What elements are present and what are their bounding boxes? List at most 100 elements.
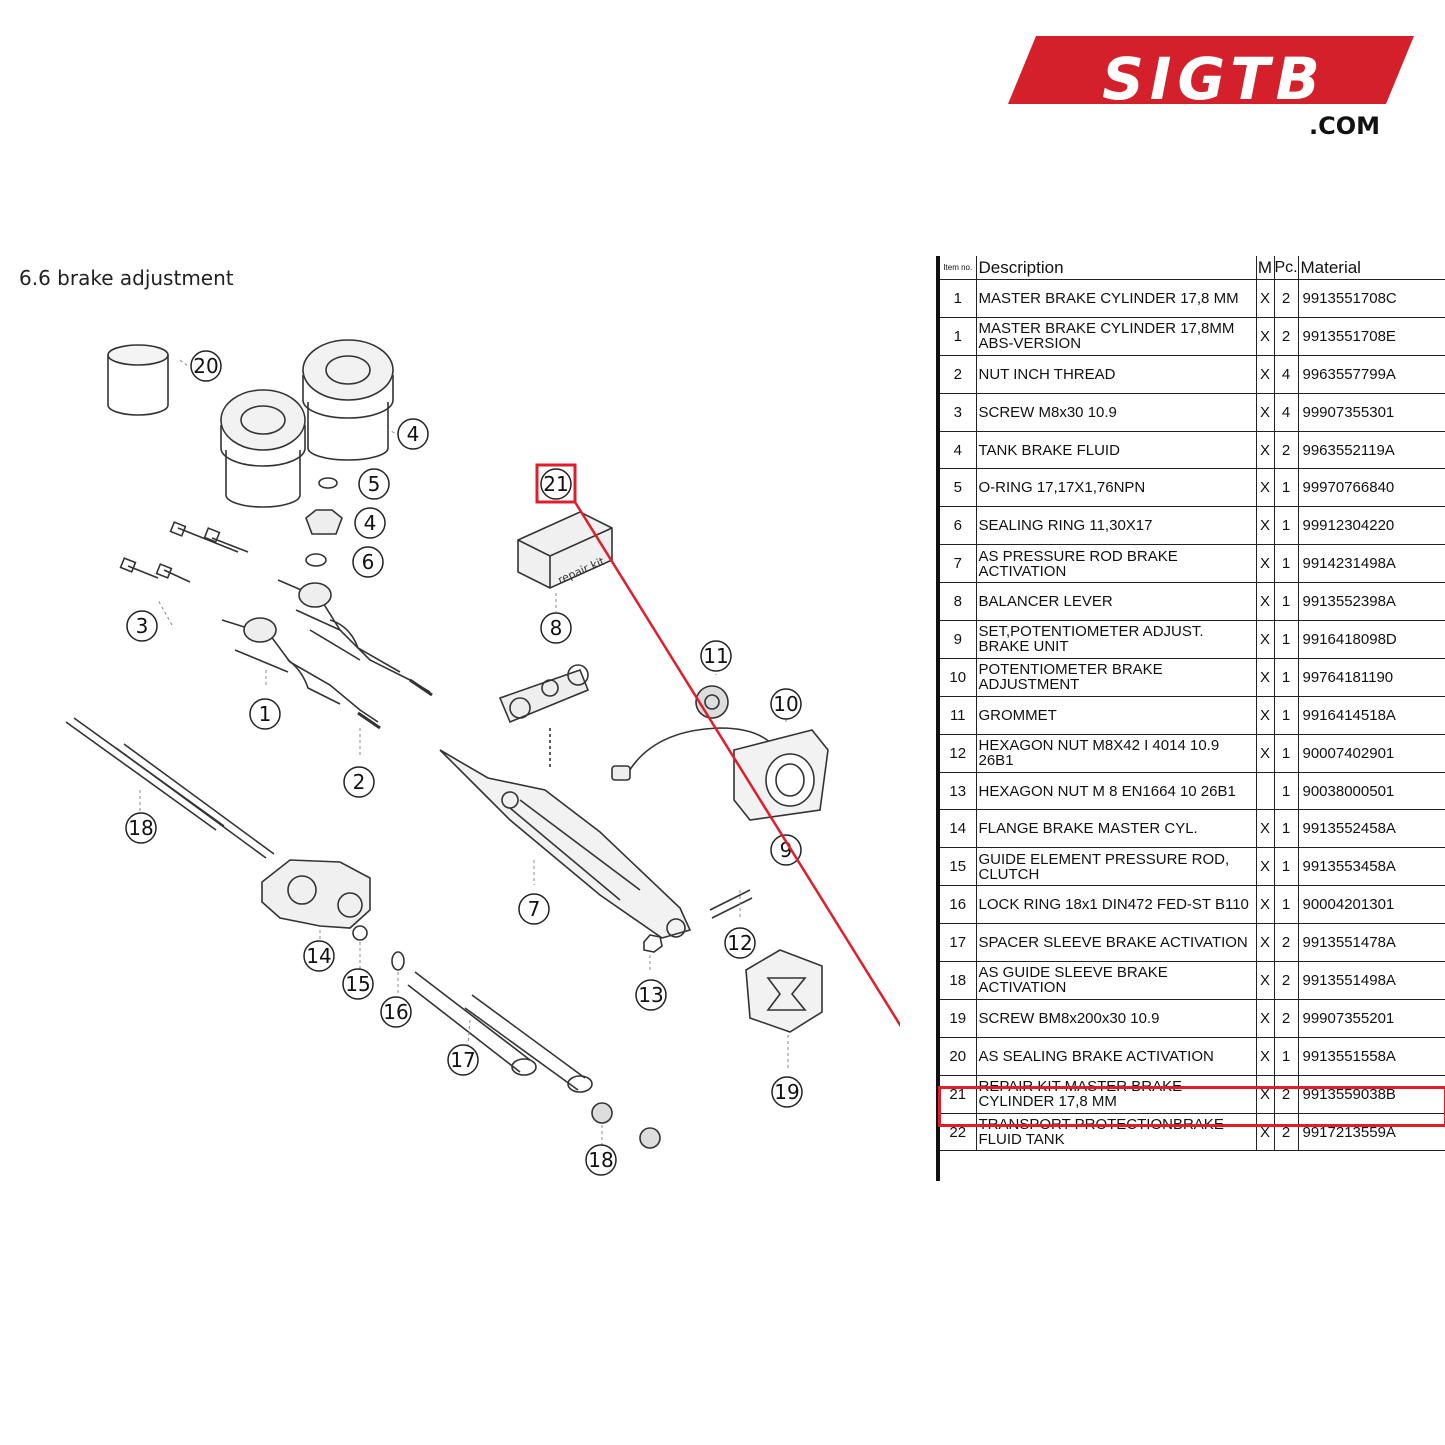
svg-text:4: 4 [364,511,377,535]
cell-item-no: 13 [936,772,976,811]
cell-description: GUIDE ELEMENT PRESSURE ROD, CLUTCH [975,847,1256,887]
cell-description: SPACER SLEEVE BRAKE ACTIVATION [975,923,1256,963]
cell-m: X [1255,1113,1274,1152]
header-material: Material [1297,256,1445,280]
header-item-no: Item no. [936,256,976,280]
cell-m: X [1255,847,1274,887]
cell-item-no: 21 [936,1075,976,1114]
callouts: 20 4 5 4 6 3 1 2 18 8 11 10 9 7 12 13 14… [125,350,803,1176]
part-17-spacer-sleeves [407,971,593,1093]
cell-description: FLANGE BRAKE MASTER CYL. [975,809,1256,849]
cell-description: HEXAGON NUT M8X42 I 4014 10.9 26B1 [975,734,1256,773]
cell-item-no: 1 [936,317,976,356]
cell-pc: 1 [1273,620,1298,659]
cell-description: SET,POTENTIOMETER ADJUST. BRAKE UNIT [975,620,1256,659]
cell-description: SCREW M8x30 10.9 [975,393,1256,432]
logo-text: SIGTB [1102,45,1326,113]
cell-pc: 1 [1273,809,1298,849]
cell-pc: 1 [1273,772,1298,811]
callout-14: 14 [303,940,335,972]
callout-20: 19 [771,1076,803,1108]
part-22-protection-cap [107,344,169,416]
cell-material: 9913551498A [1297,961,1445,1000]
cell-m: X [1255,885,1274,925]
callout-10: 10 [770,688,802,720]
cell-pc: 1 [1273,544,1298,584]
svg-text:11: 11 [703,644,728,668]
cell-material: 9913559038B [1297,1075,1445,1114]
svg-text:19: 19 [774,1080,799,1104]
cell-item-no: 3 [936,393,976,432]
callout-16: 16 [380,996,412,1028]
cell-material: 90007402901 [1297,734,1445,773]
svg-text:18: 18 [588,1148,613,1172]
table-tail-border [936,1151,1445,1182]
callout-3: 3 [126,610,158,642]
header-description: Description [975,256,1256,280]
cell-item-no: 5 [936,468,976,508]
cell-m: X [1255,506,1274,546]
part-19-long-screws [65,717,275,859]
cell-m: X [1255,431,1274,470]
cell-description: BALANCER LEVER [975,582,1256,622]
cell-pc: 1 [1273,696,1298,735]
cell-description: MASTER BRAKE CYLINDER 17,8 MM [975,279,1256,318]
cell-item-no: 1 [936,279,976,318]
cell-pc: 2 [1273,279,1298,318]
cell-m: X [1255,1075,1274,1114]
cell-description: LOCK RING 18x1 DIN472 FED-ST B110 [975,885,1256,925]
cell-item-no: 11 [936,696,976,735]
callout-12: 12 [724,927,756,959]
callout-17: 17 [447,1044,479,1076]
svg-text:14: 14 [306,944,331,968]
svg-text:13: 13 [638,983,663,1007]
cell-pc: 2 [1273,961,1298,1000]
callout-18: 18 [585,1144,617,1176]
svg-text:17: 17 [450,1048,475,1072]
cell-material: 9913551478A [1297,923,1445,963]
cell-item-no: 4 [936,431,976,470]
svg-text:15: 15 [345,972,370,996]
cell-item-no: 17 [936,923,976,963]
svg-text:18: 18 [128,816,153,840]
brand-logo[interactable]: SIGTB .COM [1008,34,1416,142]
cell-pc: 2 [1273,1113,1298,1152]
callout-13: 13 [635,979,667,1011]
cell-material: 9916414518A [1297,696,1445,735]
cell-material: 9913551708C [1297,279,1445,318]
callout-5: 5 [358,468,390,500]
cell-pc: 2 [1273,999,1298,1038]
callout-22: 20 [190,350,222,382]
cell-pc: 1 [1273,734,1298,773]
cell-m: X [1255,923,1274,963]
callout-2: 2 [343,766,375,798]
cell-material: 9917213559A [1297,1113,1445,1152]
cell-m: X [1255,279,1274,318]
cell-item-no: 2 [936,355,976,394]
cell-description: POTENTIOMETER BRAKE ADJUSTMENT [975,658,1256,697]
